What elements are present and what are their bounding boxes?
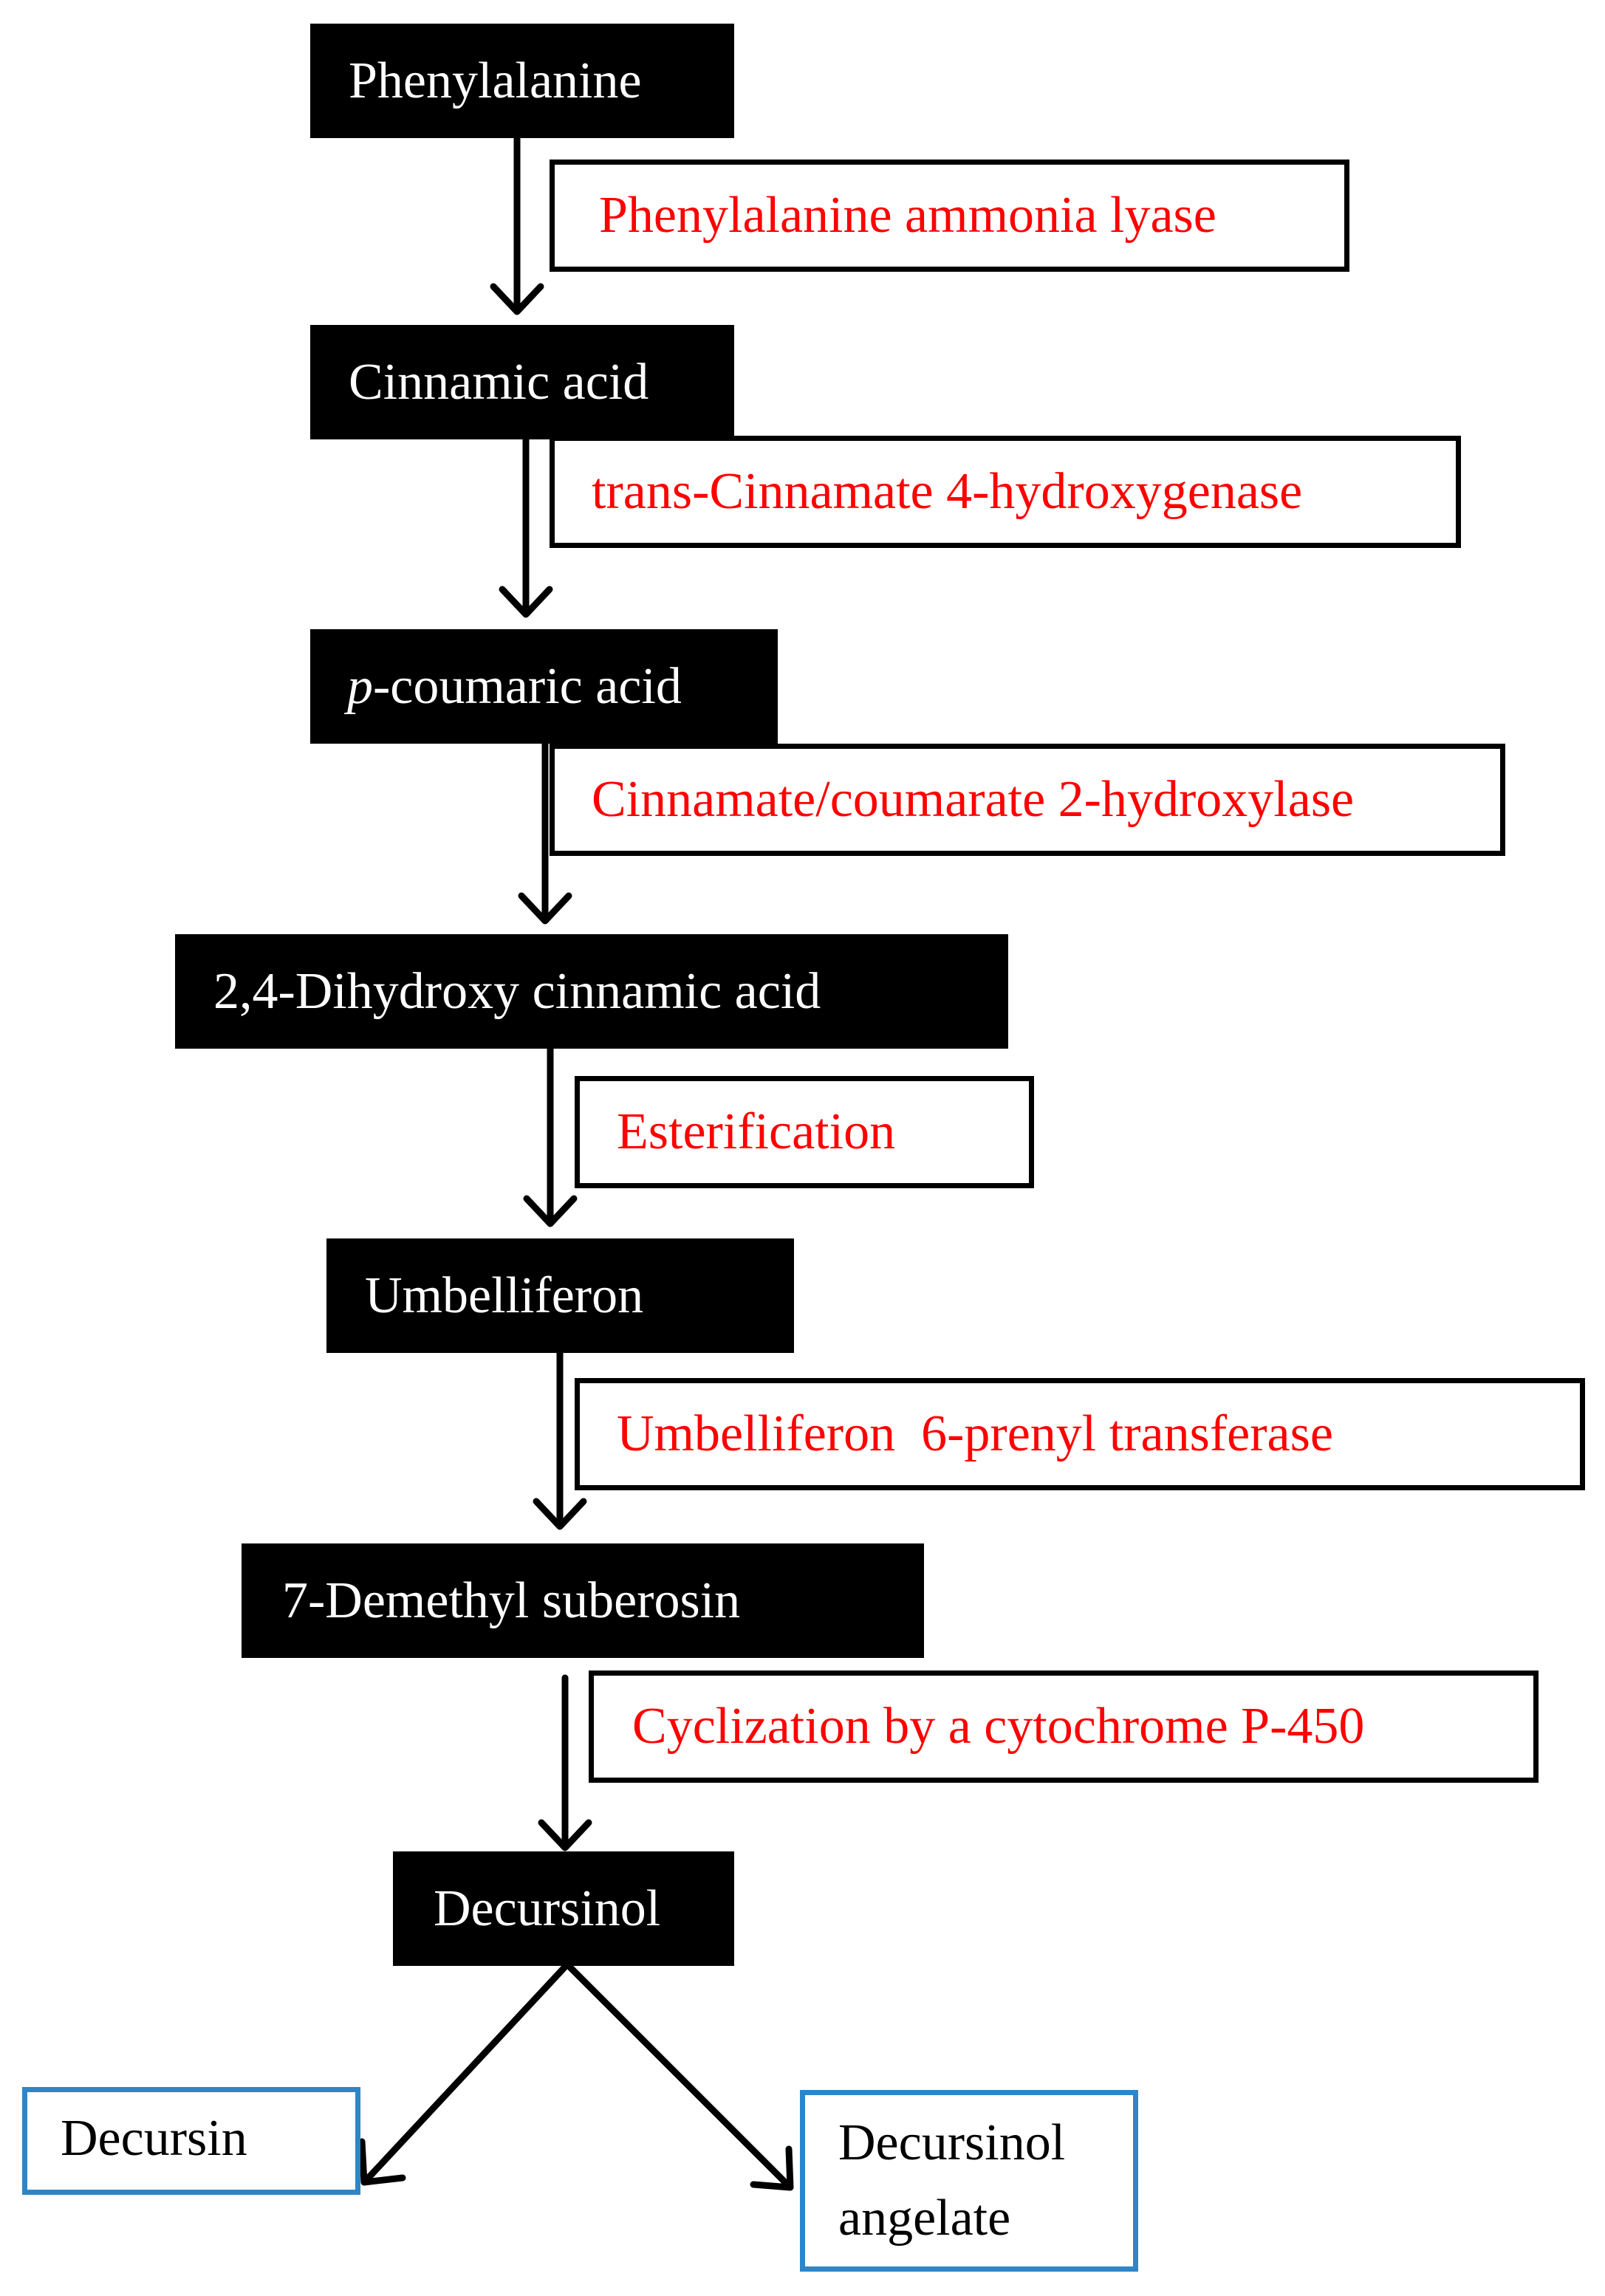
arrow-p-coumaric-acid-to-dihydroxy-cinnamic-acid [518,739,572,925]
compound-cinnamic-acid: Cinnamic acid [310,325,734,439]
enzyme-trans-cinnamate-4-hydroxygenase: trans-Cinnamate 4-hydroxygenase [550,436,1461,548]
enzyme-label: Phenylalanine ammonia lyase [599,187,1216,244]
product-label-line2: angelate [838,2189,1011,2247]
compound-7-demethyl-suberosin: 7-Demethyl suberosin [242,1543,924,1658]
compound-label: p-coumaric acid [347,657,682,715]
enzyme-cyclization-cytochrome-p450: Cyclization by a cytochrome P-450 [589,1670,1539,1783]
enzyme-esterification: Esterification [575,1076,1034,1188]
product-label-line1: Decursinol [838,2114,1066,2171]
compound-label: 7-Demethyl suberosin [282,1572,741,1629]
compound-label: Decursinol [434,1879,661,1937]
compound-label: Cinnamic acid [349,353,649,411]
enzyme-label: trans-Cinnamate 4-hydroxygenase [592,463,1303,520]
compound-dihydroxy-cinnamic-acid: 2,4-Dihydroxy cinnamic acid [175,934,1008,1049]
arrow-demethyl-suberosin-to-decursinol [538,1674,592,1851]
compound-phenylalanine: Phenylalanine [310,24,734,138]
compound-decursinol: Decursinol [393,1851,734,1966]
compound-label-rest: -coumaric acid [373,657,682,715]
enzyme-umbelliferon-6-prenyl-transferase: Umbelliferon 6-prenyl transferase [575,1378,1585,1490]
enzyme-label: Umbelliferon 6-prenyl transferase [617,1405,1333,1462]
arrow-dihydroxy-cinnamic-acid-to-umbelliferon [523,1045,578,1227]
compound-label: Phenylalanine [349,52,642,109]
arrow-decursinol-to-decursinol-angelate [564,1961,794,2191]
arrow-decursinol-to-decursin [358,1961,571,2186]
compound-p-coumaric-acid: p-coumaric acid [310,629,778,744]
arrow-umbelliferon-to-demethyl-suberosin [533,1349,587,1530]
enzyme-label: Cinnamate/coumarate 2-hydroxylase [592,771,1355,828]
compound-label-italic-prefix: p [347,657,373,715]
product-decursinol-angelate: Decursinol angelate [800,2090,1138,2272]
enzyme-cinnamate-coumarate-2-hydroxylase: Cinnamate/coumarate 2-hydroxylase [550,744,1505,856]
arrow-cinnamic-acid-to-p-coumaric-acid [499,436,553,618]
arrow-phenylalanine-to-cinnamic-acid [490,133,544,315]
enzyme-label: Cyclization by a cytochrome P-450 [632,1698,1365,1755]
compound-label: 2,4-Dihydroxy cinnamic acid [213,962,821,1020]
product-label: Decursin [61,2110,247,2167]
product-decursin: Decursin [22,2087,360,2195]
compound-label: Umbelliferon [365,1267,644,1324]
enzyme-label: Esterification [617,1103,896,1160]
compound-umbelliferon: Umbelliferon [326,1238,794,1353]
enzyme-phenylalanine-ammonia-lyase: Phenylalanine ammonia lyase [550,160,1349,272]
